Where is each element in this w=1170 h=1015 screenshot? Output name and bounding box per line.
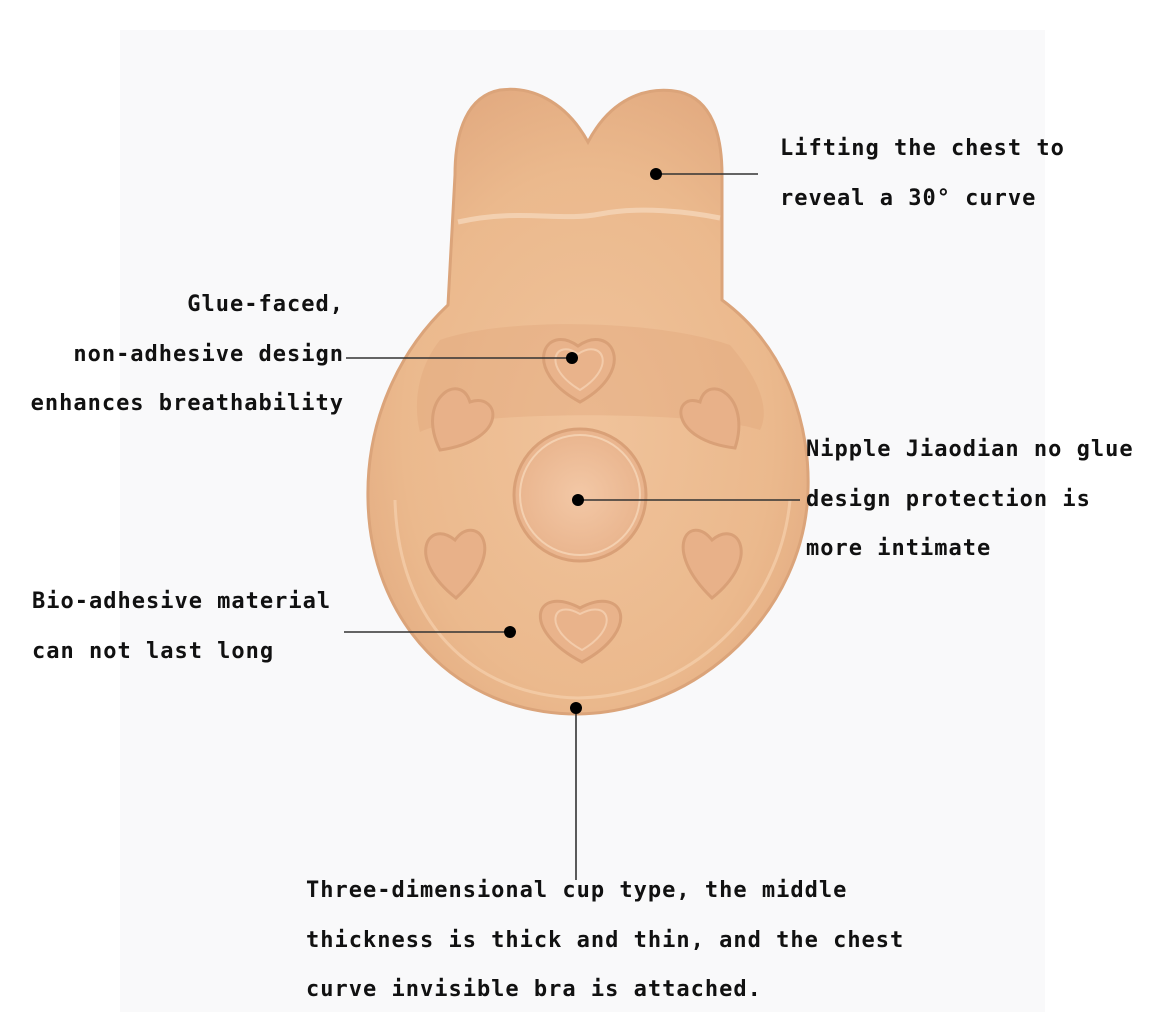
heart-icon-upper-right — [679, 387, 741, 450]
nipple-circle-inner-ring — [519, 434, 641, 556]
callout-dot-glue-faced — [566, 352, 578, 364]
callout-bio-adhesive-line-2: can not last long — [32, 638, 275, 664]
callout-glue-faced-line-2: non-adhesive design — [73, 341, 344, 367]
callout-dot-nipple — [572, 494, 584, 506]
callout-nipple-line-3: more intimate — [806, 536, 992, 561]
callout-dot-bio-adhesive — [504, 626, 516, 638]
callout-cup-type: Three-dimensional cup type, the middle t… — [306, 866, 904, 1015]
heart-icon-bottom — [539, 599, 623, 664]
callout-bio-adhesive-line-1: Bio-adhesive material — [32, 589, 332, 614]
callout-glue-faced-line-1: Glue-faced, — [187, 292, 344, 317]
callout-lift-line-2: reveal a 30° curve — [780, 185, 1037, 211]
callout-nipple-line-1: Nipple Jiaodian no glue — [806, 437, 1134, 462]
callout-glue-faced: Glue-faced, non-adhesive design enhances… — [31, 280, 344, 429]
heart-icon-top — [542, 338, 616, 404]
callout-glue-faced-line-3: enhances breathability — [30, 391, 344, 416]
callout-cup-type-line-1: Three-dimensional cup type, the middle — [306, 878, 848, 903]
pad-rim-highlight — [393, 499, 792, 700]
callout-dot-cup-type — [570, 702, 582, 714]
callout-bio-adhesive: Bio-adhesive material can not last long — [32, 577, 331, 676]
callout-lift-line-1: Lifting the chest to — [780, 136, 1065, 161]
heart-icon-lower-left — [424, 528, 487, 600]
callout-dot-lift — [650, 168, 662, 180]
callout-cup-type-line-2: thickness is thick and thin, and the che… — [306, 927, 905, 953]
callout-nipple-line-2: design protection is — [806, 486, 1091, 512]
callout-cup-type-line-3: curve invisible bra is attached. — [306, 977, 762, 1002]
heart-icon-upper-left — [431, 387, 495, 452]
heart-icon-lower-right — [681, 528, 743, 600]
glue-band-crease — [457, 207, 721, 225]
callout-nipple: Nipple Jiaodian no glue design protectio… — [806, 425, 1134, 574]
callout-lift: Lifting the chest to reveal a 30° curve — [780, 124, 1065, 223]
